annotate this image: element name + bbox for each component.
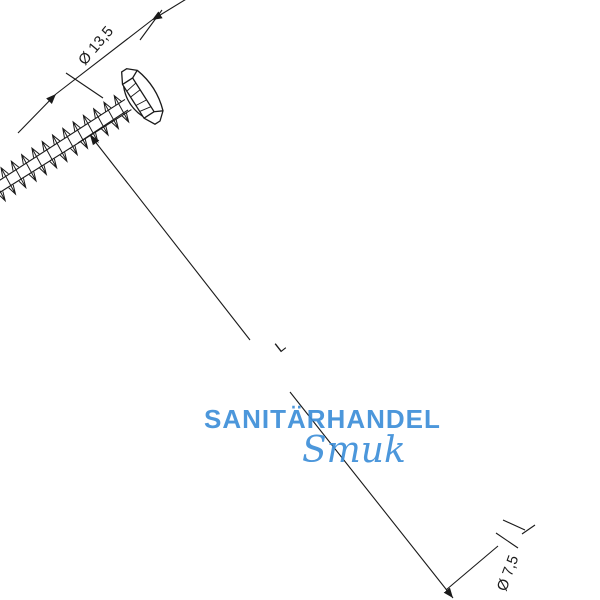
watermark-line1: SANITÄRHANDEL: [204, 404, 441, 434]
thread-turn: [113, 94, 130, 124]
head-diameter-dimension: [17, 0, 186, 134]
screw-threads: [0, 94, 132, 345]
head-diameter-label: Ø 13,5: [75, 23, 117, 68]
thread-turn: [41, 140, 58, 170]
tip-diameter-dimension: [495, 519, 536, 549]
thread-turn: [20, 153, 37, 183]
watermark: SANITÄRHANDEL Smuk: [204, 404, 441, 471]
watermark-line2: Smuk: [302, 430, 406, 471]
length-label: L: [272, 338, 289, 357]
thread-turn: [10, 159, 27, 190]
screw-head: [120, 68, 164, 125]
thread-turn: [72, 120, 89, 150]
screw: [0, 68, 164, 345]
tip-diameter-label: Ø 7,5: [494, 553, 523, 593]
thread-turn: [92, 107, 109, 137]
thread-turn: [0, 173, 7, 203]
thread-turn: [103, 100, 120, 131]
thread-turn: [0, 166, 17, 196]
thread-turn: [51, 133, 68, 163]
length-dimension: [77, 109, 499, 599]
thread-turn: [62, 127, 79, 157]
thread-turn: [31, 146, 48, 176]
